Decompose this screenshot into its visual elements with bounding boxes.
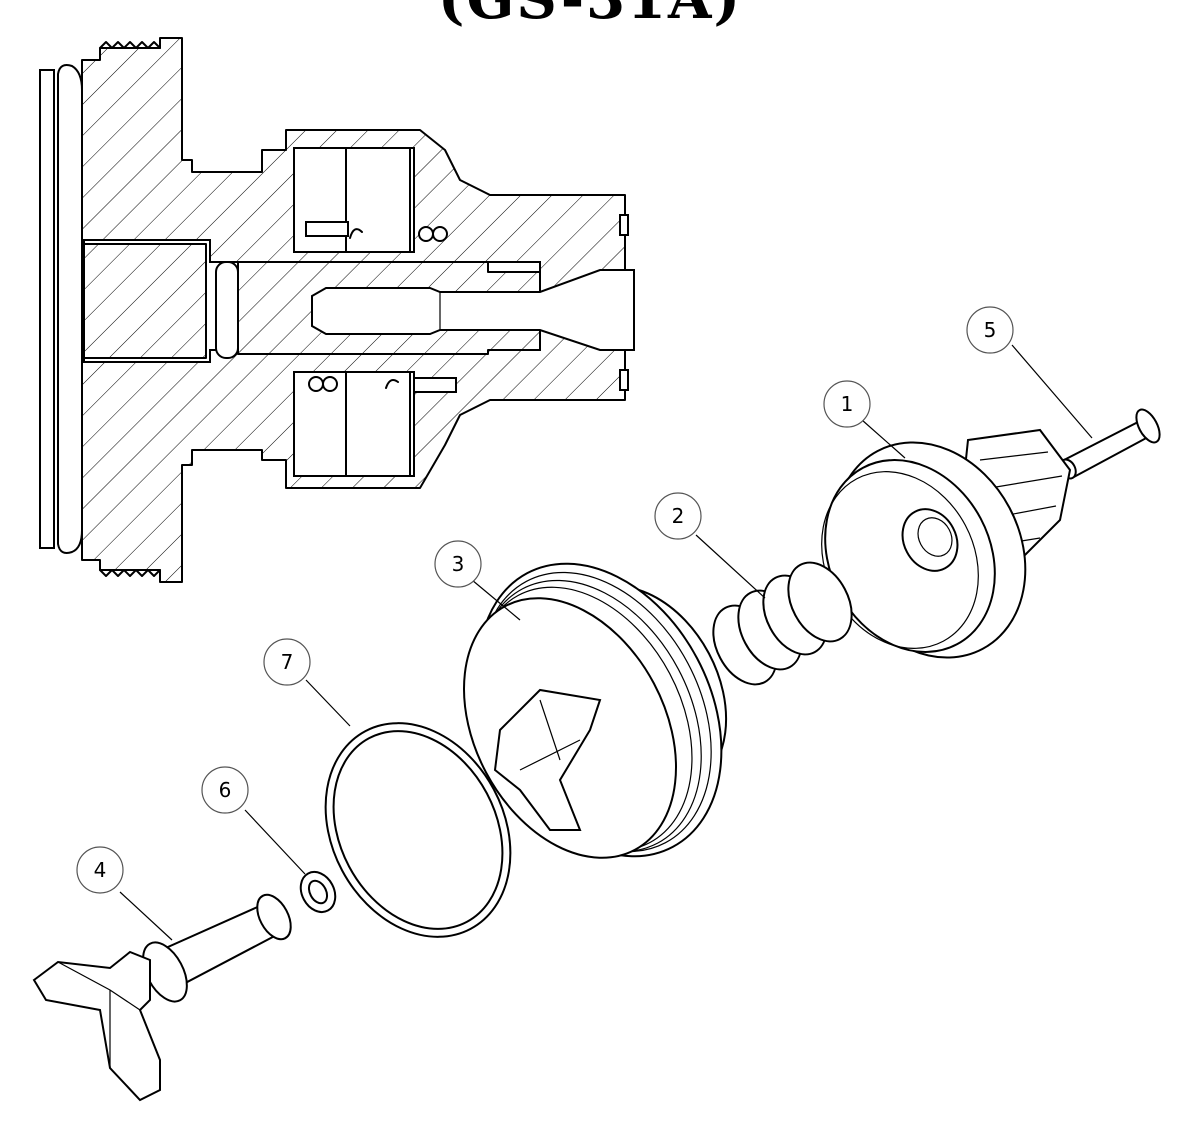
balloon-6: 6 (201, 766, 249, 814)
part-2-spring (712, 561, 853, 686)
balloon-4: 4 (76, 846, 124, 894)
part-7-o-ring (324, 722, 512, 938)
balloon-3: 3 (434, 540, 482, 588)
balloon-7-label: 7 (281, 650, 294, 674)
balloon-5-label: 5 (984, 318, 997, 342)
part-4-t-handle (32, 893, 292, 1102)
balloon-7: 7 (263, 638, 311, 686)
balloon-2-label: 2 (672, 504, 685, 528)
balloon-6-label: 6 (219, 778, 232, 802)
section-view (39, 37, 635, 583)
part-1-cap (821, 428, 1072, 659)
balloon-4-label: 4 (94, 858, 107, 882)
balloon-3-label: 3 (452, 552, 465, 576)
balloon-2: 2 (654, 492, 702, 540)
drawing-title: (GS-31A) (0, 0, 1180, 32)
part-3-threaded-plug (463, 562, 728, 859)
balloon-5: 5 (966, 306, 1014, 354)
balloon-1: 1 (823, 380, 871, 428)
part-6-washer (299, 870, 337, 914)
part-5-pin (1059, 408, 1161, 480)
balloon-1-label: 1 (841, 392, 854, 416)
